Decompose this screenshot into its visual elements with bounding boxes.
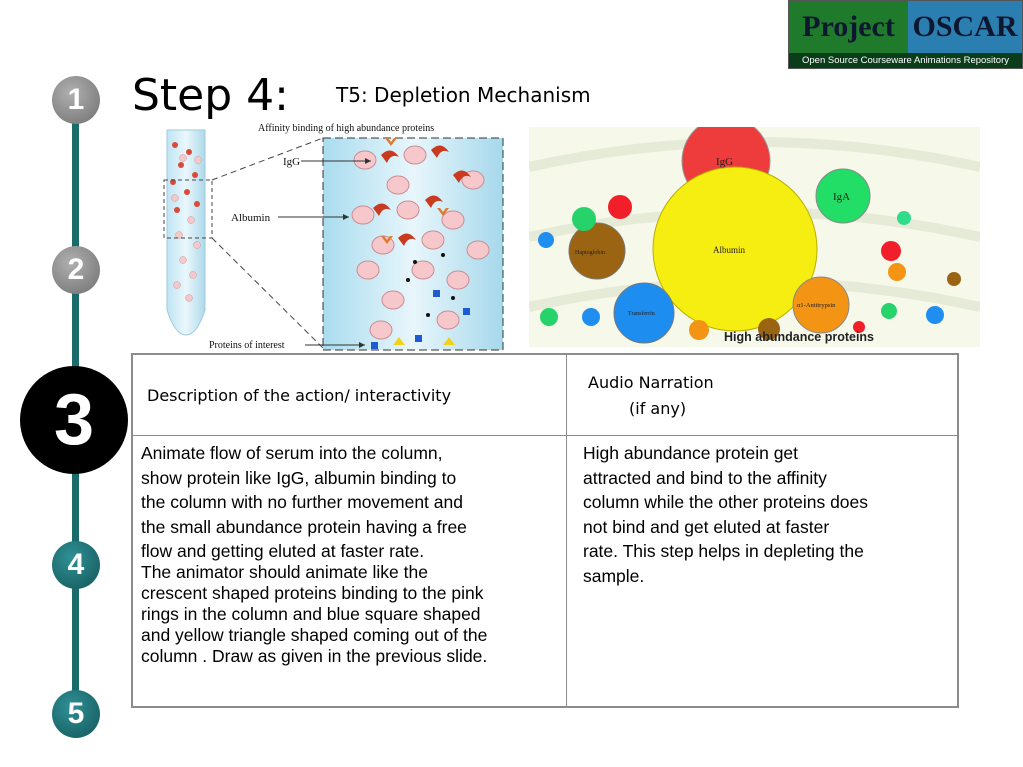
desc2-line: column . Draw as given in the previous s… [141, 646, 488, 666]
figure-right-caption: High abundance proteins [724, 330, 874, 344]
bubble-label-iga: IgA [833, 191, 850, 203]
table-row-divider [133, 435, 957, 436]
bubble-label-transferrin: Transferrin [628, 310, 655, 317]
bubble-label-albumin: Albumin [713, 245, 746, 255]
logo-word-project: Project [789, 1, 908, 53]
label-igg: IgG [283, 156, 300, 168]
desc-line: show protein like IgG, albumin binding t… [141, 467, 457, 488]
audio-line: High abundance protein get [583, 443, 799, 463]
animator-instructions-text: The animator should animate like the cre… [141, 562, 561, 667]
bubble-label-antitrypsin: α1-Antitrypsin [797, 302, 836, 309]
desc2-line: The animator should animate like the [141, 562, 428, 582]
affinity-column-figure: Affinity binding of high abundance prote… [153, 120, 508, 355]
audio-line: rate. This step helps in depleting the [583, 541, 864, 561]
desc-line: the small abundance protein having a fre… [141, 516, 467, 537]
audio-line: attracted and bind to the affinity [583, 467, 827, 488]
desc-line: Animate flow of serum into the column, [141, 443, 443, 463]
timeline-step-2[interactable]: 2 [52, 246, 100, 294]
figure-left-caption: Affinity binding of high abundance prote… [258, 123, 434, 134]
bubble-label-haptoglobin: Haptoglobin [575, 250, 605, 256]
desc2-line: and yellow triangle shaped coming out of… [141, 625, 488, 645]
timeline-step-5[interactable]: 5 [52, 690, 100, 738]
header-description: Description of the action/ interactivity [147, 386, 452, 405]
header-audio-if-any: (if any) [629, 399, 687, 418]
logo-tagline: Open Source Courseware Animations Reposi… [789, 53, 1022, 68]
slide-subtitle: T5: Depletion Mechanism [336, 83, 591, 107]
audio-line: column while the other proteins does [583, 492, 869, 512]
audio-line: sample. [583, 565, 645, 586]
desc2-line: crescent shaped proteins binding to the … [141, 583, 484, 603]
label-albumin: Albumin [231, 212, 271, 224]
desc-line: the column with no further movement and [141, 492, 463, 512]
desc-line: flow and getting eluted at faster rate. [141, 541, 425, 561]
storyboard-table: Description of the action/ interactivity… [131, 353, 959, 708]
table-column-divider [566, 355, 567, 706]
slide-title: Step 4: [132, 70, 289, 121]
audio-narration-text: High abundance protein get attracted and… [583, 441, 953, 588]
label-proteins-of-interest: Proteins of interest [209, 340, 285, 351]
logo-word-oscar: OSCAR [908, 1, 1022, 53]
audio-line: not bind and get eluted at faster [583, 516, 830, 537]
description-text: Animate flow of serum into the column, s… [141, 441, 561, 564]
desc2-line: rings in the column and blue square shap… [141, 604, 481, 624]
high-abundance-proteins-figure: IgG IgA Albumin Haptoglobin Transferrin … [529, 127, 980, 347]
timeline-step-1[interactable]: 1 [52, 76, 100, 124]
timeline-step-3-current[interactable]: 3 [20, 366, 128, 474]
header-audio-narration: Audio Narration [588, 373, 714, 392]
timeline-step-4[interactable]: 4 [52, 541, 100, 589]
bubble-label-igg: IgG [716, 156, 733, 168]
project-oscar-logo: Project OSCAR Open Source Courseware Ani… [788, 0, 1023, 69]
